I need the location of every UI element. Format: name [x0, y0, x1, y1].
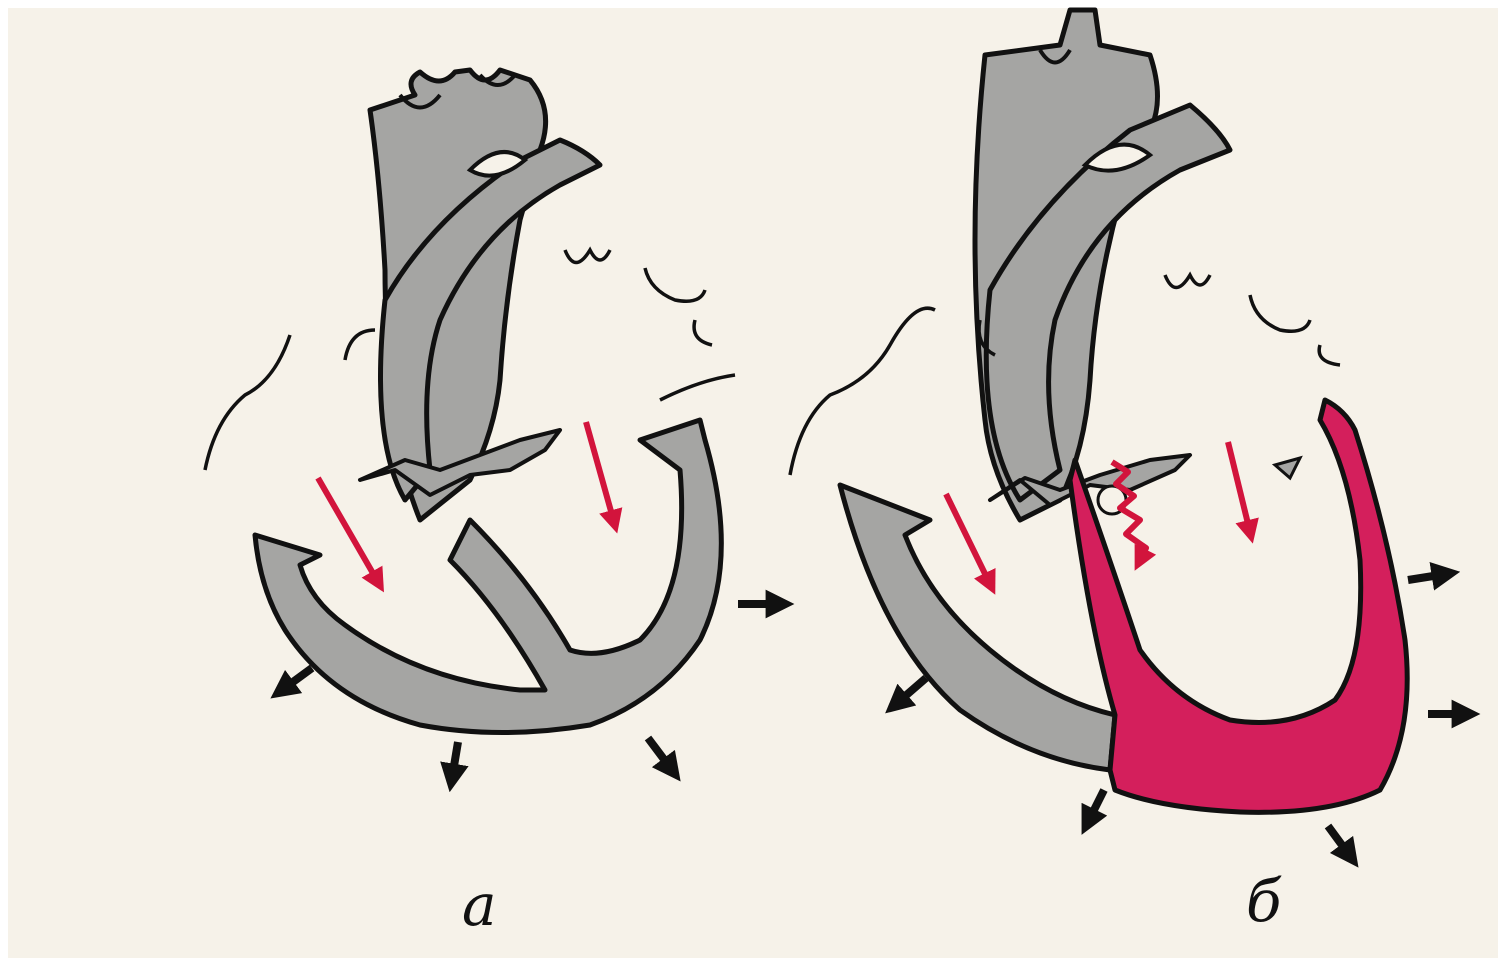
paper-background	[8, 8, 1498, 958]
panel-b-label: б	[1246, 872, 1281, 930]
panel-a-label: а	[462, 876, 497, 934]
